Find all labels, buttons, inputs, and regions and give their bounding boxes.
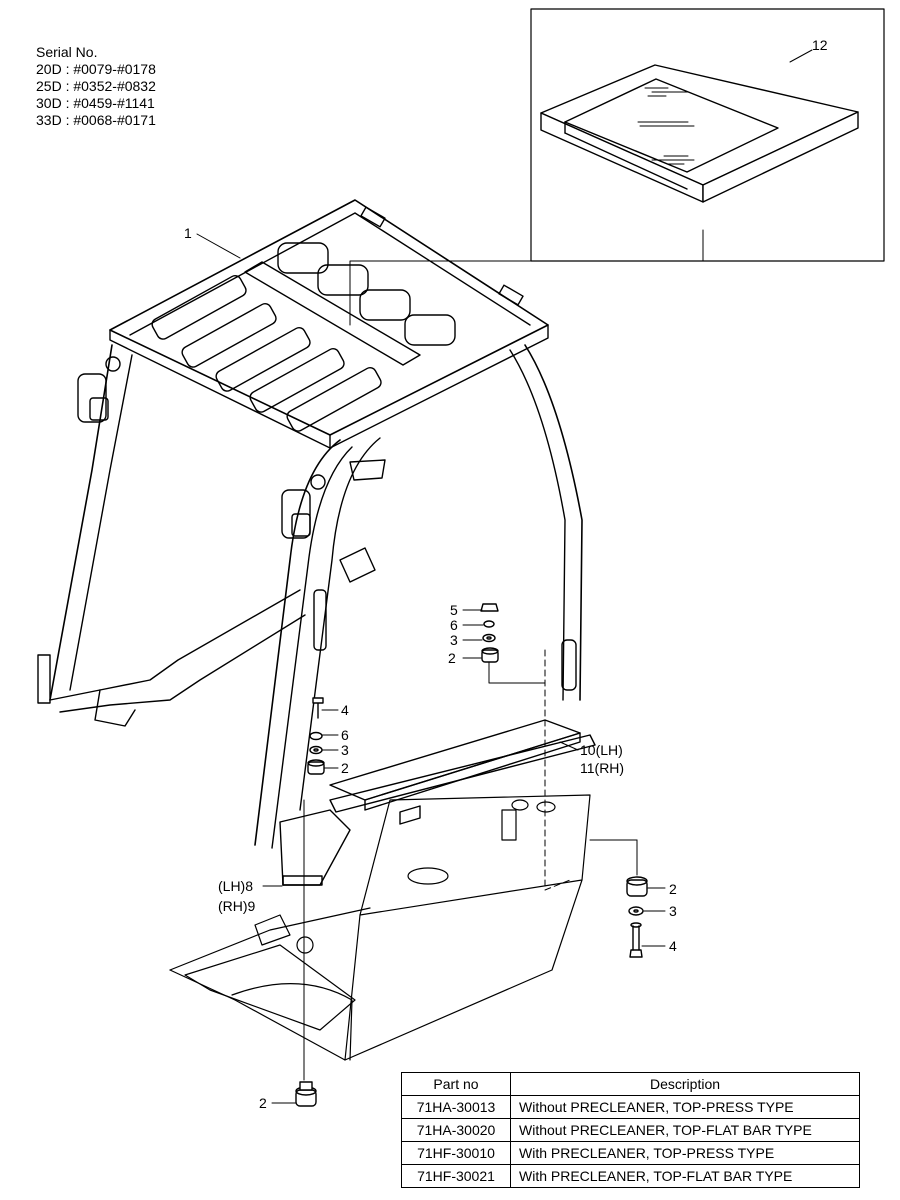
callout-2-bottom: 2 [259,1095,267,1111]
callout-8-lh: (LH)8 [218,878,253,894]
serial-line-30d: 30D : #0459-#1141 [36,95,155,111]
truck-body [169,794,591,1061]
hardware-center [303,697,325,1081]
callout-9-rh: (RH)9 [218,898,256,914]
callout-4-lower-right: 4 [669,938,677,954]
serial-heading: Serial No. [36,44,98,60]
serial-line-33d: 33D : #0068-#0171 [36,112,156,128]
leader-lines [196,233,666,1104]
callout-3-lower-right: 3 [669,903,677,919]
hardware-upper-right [480,603,571,891]
table-row: 71HF-30021 With PRECLEANER, TOP-FLAT BAR… [401,1164,860,1188]
callout-12: 12 [812,37,828,53]
table-row: 71HF-30010 With PRECLEANER, TOP-PRESS TY… [401,1141,860,1165]
grab-handles [77,356,577,691]
part-number-cell: 71HA-30013 [401,1095,511,1119]
callout-2-center: 2 [341,760,349,776]
callout-3-center: 3 [341,742,349,758]
serial-line-25d: 25D : #0352-#0832 [36,78,156,94]
table-header-row: Part no Description [401,1072,860,1096]
parts-table: Part no Description 71HA-30013 Without P… [401,1072,860,1188]
part-number-cell: 71HA-30020 [401,1118,511,1142]
serial-number-block: Serial No. 20D : #0079-#0178 25D : #0352… [36,44,156,129]
description-cell: Without PRECLEANER, TOP-PRESS TYPE [510,1095,860,1119]
part-number-cell: 71HF-30021 [401,1164,511,1188]
callout-6-upper: 6 [450,617,458,633]
callout-2-upper: 2 [448,650,456,666]
callout-3-upper: 3 [450,632,458,648]
mounting-rails [279,719,596,886]
description-cell: With PRECLEANER, TOP-FLAT BAR TYPE [510,1164,860,1188]
callout-6-center: 6 [341,727,349,743]
callout-4-center: 4 [341,702,349,718]
callout-labels: 1 12 5 6 3 2 4 6 3 2 10(LH) 11(RH) (LH)8… [184,37,828,1111]
description-cell: With PRECLEANER, TOP-PRESS TYPE [510,1141,860,1165]
callout-10-lh: 10(LH) [580,742,623,758]
overhead-guard-frame [37,199,583,849]
callout-11-rh: 11(RH) [580,760,624,776]
description-cell: Without PRECLEANER, TOP-FLAT BAR TYPE [510,1118,860,1142]
serial-line-20d: 20D : #0079-#0178 [36,61,156,77]
detail-box [349,8,885,326]
decal-sheet-shape [540,64,859,203]
table-row: 71HA-30020 Without PRECLEANER, TOP-FLAT … [401,1118,860,1142]
callout-5: 5 [450,602,458,618]
header-description: Description [510,1072,860,1096]
roof-slots-right [277,242,456,346]
header-part-no: Part no [401,1072,511,1096]
callout-1: 1 [184,225,192,241]
table-row: 71HA-30013 Without PRECLEANER, TOP-PRESS… [401,1095,860,1119]
part-number-cell: 71HF-30010 [401,1141,511,1165]
roof-slots-left [151,274,382,432]
hardware-lower-right [589,839,648,958]
callout-2-lower-right: 2 [669,881,677,897]
hardware-bottom-mount [295,1081,317,1107]
